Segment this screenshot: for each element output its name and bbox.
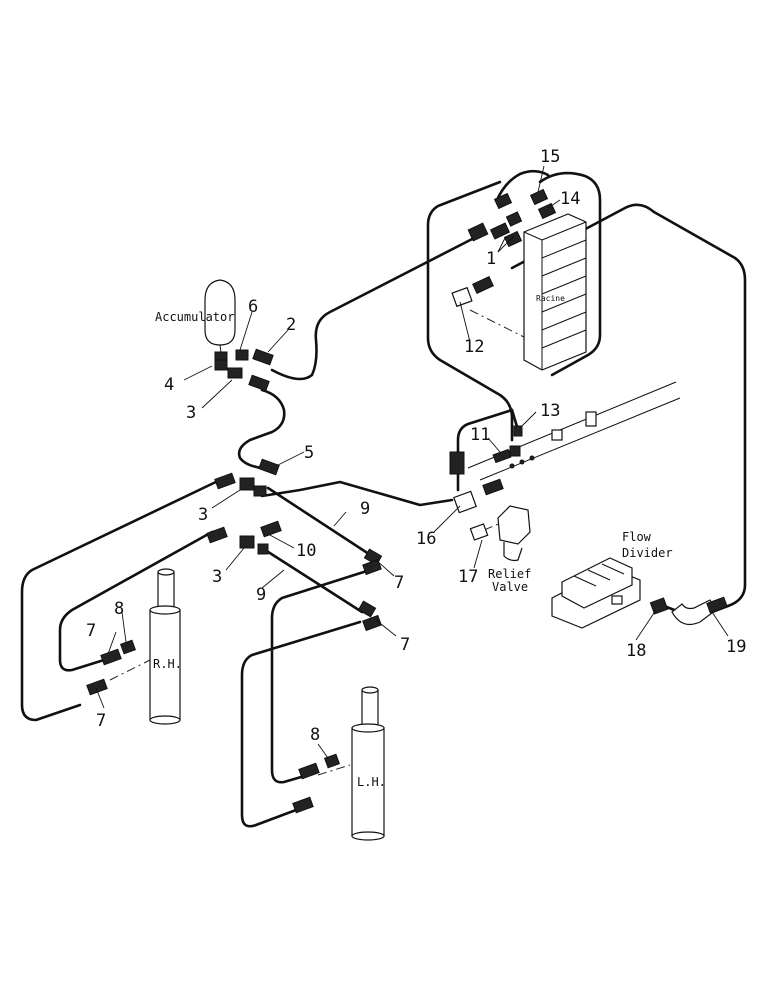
callout-15: 15 bbox=[540, 147, 560, 167]
callout-3-lower: 3 bbox=[212, 567, 222, 587]
callout-4: 4 bbox=[164, 375, 174, 395]
cylinder-lh: L.H. bbox=[351, 686, 386, 841]
callout-6: 6 bbox=[248, 297, 258, 317]
relief-valve-label-1: Relief bbox=[488, 567, 531, 581]
callout-7-right-lower: 7 bbox=[400, 635, 410, 655]
fittings bbox=[86, 188, 728, 814]
callout-14: 14 bbox=[560, 189, 580, 209]
hose-3-to-5 bbox=[237, 388, 286, 470]
hose-lh-inner bbox=[270, 568, 372, 784]
callout-9-lower: 9 bbox=[256, 585, 266, 605]
flow-divider-label-2: Divider bbox=[622, 546, 673, 560]
cylinder-rh: R.H. bbox=[149, 568, 182, 725]
callout-3-upper: 3 bbox=[186, 403, 196, 423]
accumulator: Accumulator bbox=[155, 279, 236, 361]
callout-8-rh: 8 bbox=[114, 599, 124, 619]
hose-rh-inner bbox=[58, 530, 214, 672]
hose-racine-to-19 bbox=[510, 203, 747, 614]
hose-2-to-valve bbox=[270, 234, 480, 381]
hose-15-loop bbox=[495, 169, 550, 202]
callout-1: 1 bbox=[486, 249, 496, 269]
callout-11: 11 bbox=[470, 425, 490, 445]
tube-9-lower bbox=[260, 546, 364, 614]
callout-19: 19 bbox=[726, 637, 746, 657]
callout-12: 12 bbox=[464, 337, 484, 357]
callout-17: 17 bbox=[458, 567, 478, 587]
callout-9-upper: 9 bbox=[360, 499, 370, 519]
hose-rh-outer bbox=[20, 478, 222, 722]
callout-2: 2 bbox=[286, 315, 296, 335]
hose-valve-box-right bbox=[538, 171, 602, 377]
callout-7-rh-lower: 7 bbox=[96, 711, 106, 731]
dash-lh bbox=[317, 764, 351, 776]
callout-7-right-upper: 7 bbox=[394, 573, 404, 593]
callout-18: 18 bbox=[626, 641, 646, 661]
relief-valve-label-2: Valve bbox=[492, 580, 528, 594]
accumulator-label: Accumulator bbox=[155, 310, 234, 324]
callout-10: 10 bbox=[296, 541, 316, 561]
callout-5: 5 bbox=[304, 443, 314, 463]
callout-3-middle: 3 bbox=[198, 505, 208, 525]
flow-divider: Flow Divider bbox=[551, 530, 673, 629]
callout-7-rh-upper: 7 bbox=[86, 621, 96, 641]
racine-valve: Racine bbox=[523, 213, 587, 371]
lh-label: L.H. bbox=[357, 775, 386, 789]
dash-rh bbox=[109, 659, 151, 681]
hose-16-to-11 bbox=[456, 408, 514, 492]
callout-8-lh: 8 bbox=[310, 725, 320, 745]
hoses bbox=[20, 169, 747, 828]
relief-valve: Relief Valve bbox=[469, 505, 531, 594]
callout-13: 13 bbox=[540, 401, 560, 421]
racine-label: Racine bbox=[536, 294, 565, 303]
rh-label: R.H. bbox=[153, 657, 182, 671]
flow-divider-label-1: Flow bbox=[622, 530, 652, 544]
callout-16: 16 bbox=[416, 529, 436, 549]
leader-lines bbox=[95, 165, 729, 759]
hose-lh-outer bbox=[240, 620, 362, 828]
tube-9-upper bbox=[266, 486, 374, 558]
callouts: 1 2 3 3 3 4 5 6 7 7 7 7 8 8 9 9 10 11 12… bbox=[86, 147, 746, 745]
hose-16-to-tee bbox=[260, 480, 454, 507]
hose-valve-box bbox=[426, 180, 514, 442]
